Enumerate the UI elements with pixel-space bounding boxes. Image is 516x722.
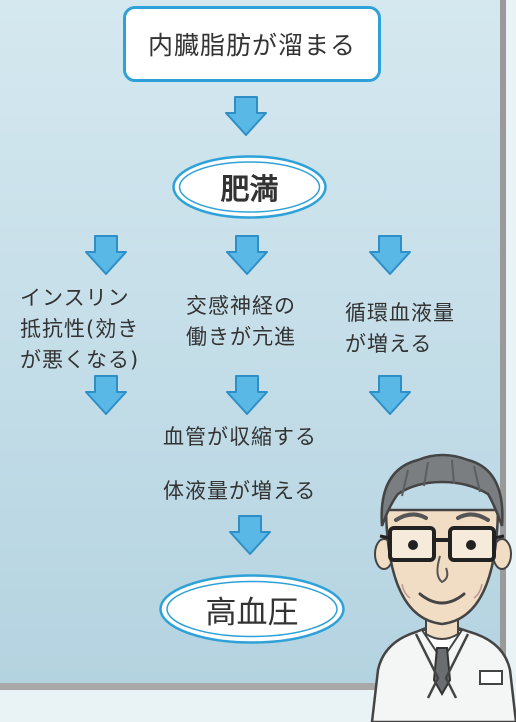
down-arrow-icon: [225, 96, 267, 136]
insulin-line-3: が悪くなる): [20, 348, 140, 372]
insulin-line-2: 抵抗性(効き: [20, 317, 140, 341]
hypertension-ellipse-shape: [159, 574, 345, 644]
insulin-resistance-text: インスリン 抵抗性(効き が悪くなる): [20, 283, 139, 376]
blood-volume-line-2: が増える: [345, 332, 433, 356]
down-arrow-icon: [85, 235, 127, 275]
vasoconstriction-text: 血管が収縮する: [163, 425, 317, 449]
sympathetic-line-2: 働きが亢進: [186, 325, 296, 349]
down-arrow-icon: [226, 375, 268, 415]
sympathetic-line-1: 交感神経の: [186, 294, 296, 318]
panel-shadow-bottom: [0, 683, 506, 690]
sympathetic-text: 交感神経の 働きが亢進: [186, 291, 296, 353]
down-arrow-icon: [85, 375, 127, 415]
down-arrow-icon: [369, 375, 411, 415]
blood-volume-line-1: 循環血液量: [345, 301, 455, 325]
panel-shadow-right: [500, 0, 506, 683]
fluid-increase-text: 体液量が増える: [163, 479, 317, 503]
obesity-ellipse-shape: [172, 155, 327, 219]
hypertension-ellipse: 高血圧: [158, 573, 346, 645]
top-node-label: 内臓脂肪が溜まる: [147, 31, 356, 60]
insulin-line-1: インスリン: [20, 286, 130, 310]
down-arrow-icon: [229, 515, 271, 555]
obesity-label: 肥満: [220, 172, 279, 206]
down-arrow-icon: [226, 235, 268, 275]
down-arrow-icon: [369, 235, 411, 275]
hypertension-label: 高血圧: [205, 594, 299, 631]
top-node-box: 内臓脂肪が溜まる: [123, 6, 381, 82]
blood-volume-text: 循環血液量 が増える: [345, 298, 455, 360]
doctor-illustration: [370, 453, 516, 722]
obesity-ellipse: 肥満: [171, 154, 328, 220]
